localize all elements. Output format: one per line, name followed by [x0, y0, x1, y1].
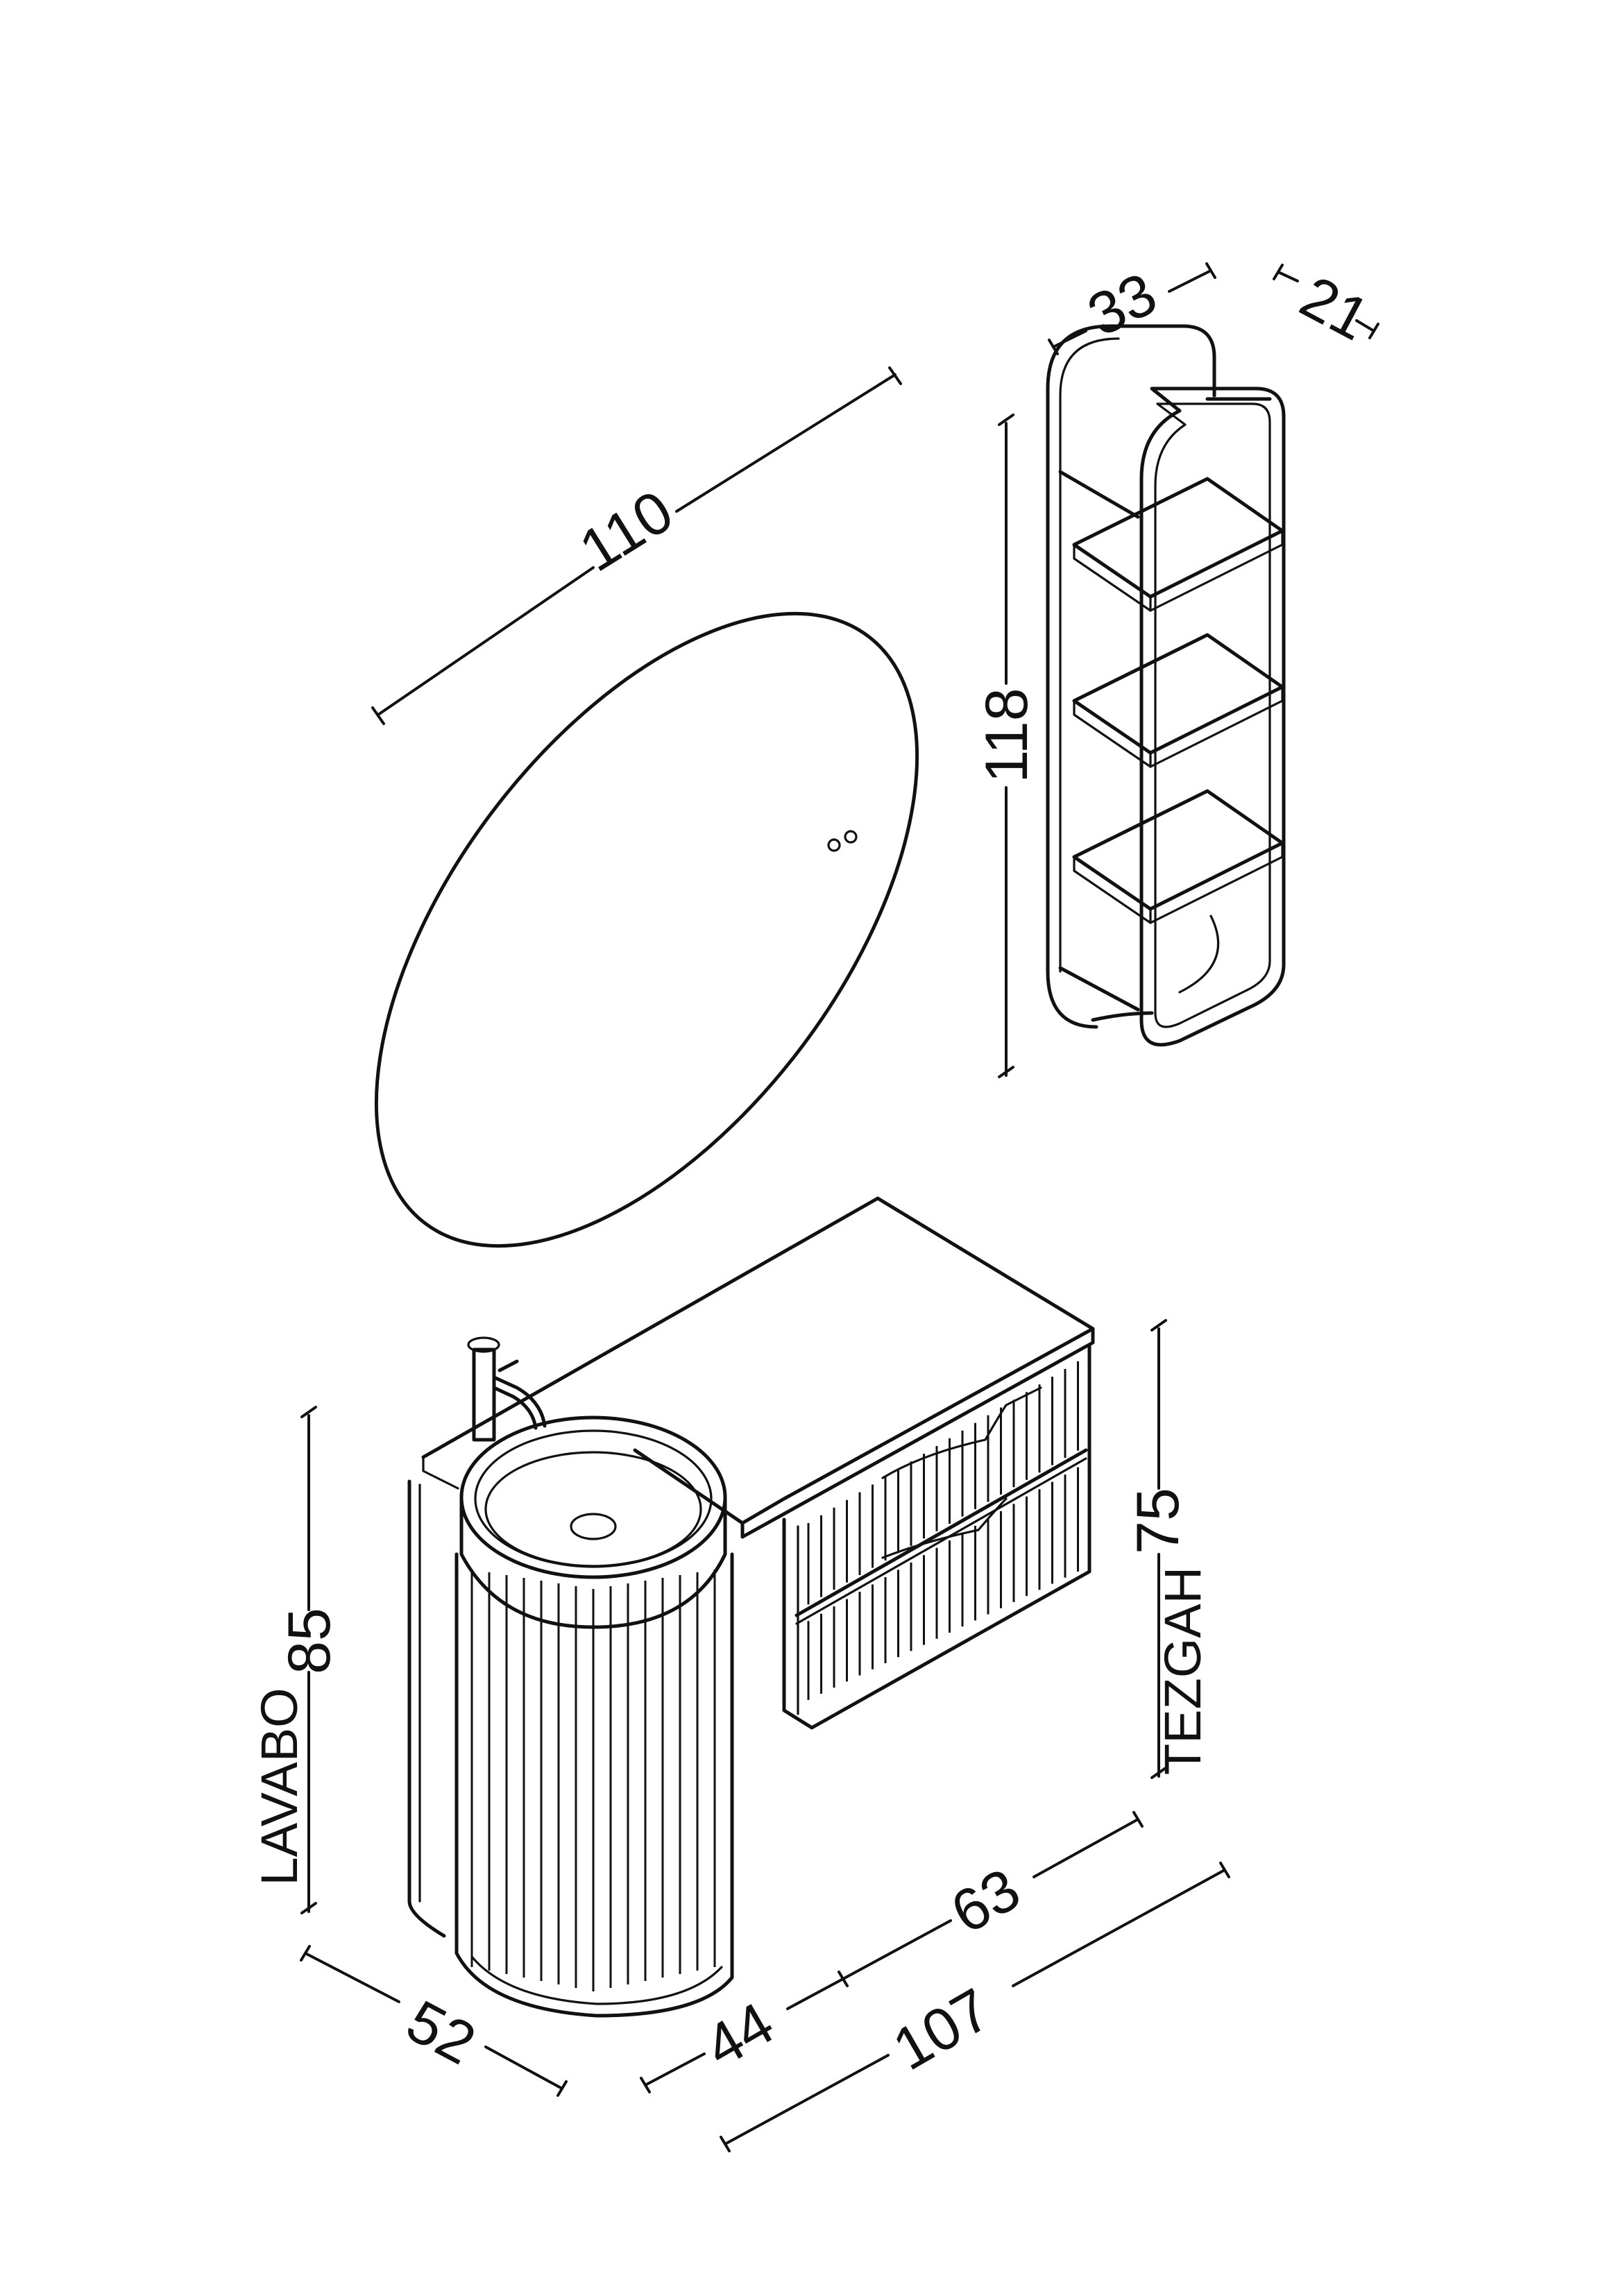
basin-depth-value: 52 [396, 1988, 486, 2078]
counter-unit [421, 1196, 1095, 1730]
shelf-depth-dimension: 21 [1273, 264, 1380, 354]
basin-width-value: 44 [694, 1989, 785, 2080]
shelf-board-2 [1072, 633, 1284, 768]
faucet-icon [467, 1336, 547, 1442]
shelf-height-dimension: 118 [974, 414, 1040, 1078]
counter-label: TEZGAH [1154, 1567, 1212, 1775]
mirror-width-value: 110 [568, 477, 684, 584]
oval-mirror [374, 611, 919, 1248]
drawer-flutes [807, 1361, 1079, 1700]
basin-label: LAVABO [250, 1687, 308, 1885]
shelf-board-3 [1072, 789, 1284, 924]
shelf-unit [1046, 324, 1286, 1047]
total-width-value: 107 [882, 1975, 1001, 2083]
counter-width-value: 63 [940, 1855, 1031, 1946]
basin-height-value: 85 [276, 1608, 343, 1674]
mirror-touch-button-icon [827, 838, 841, 852]
basin-depth-dimension: 52 [300, 1945, 568, 2097]
counter-height-dimension: 75 TEZGAH [1125, 1319, 1212, 1779]
shelf-depth-value: 21 [1290, 264, 1380, 354]
width-dimensions: 44 63 [640, 1811, 1144, 2093]
mirror-touch-button-icon [844, 830, 858, 844]
basin-height-dimension: 85 LAVABO [250, 1406, 343, 1914]
shelf-board-1 [1072, 477, 1284, 612]
counter-height-value: 75 [1125, 1488, 1191, 1554]
drain-icon [570, 1513, 617, 1540]
shelf-width-value: 33 [1078, 260, 1166, 349]
basin-flutes [470, 1570, 716, 1991]
basin-unit [407, 1336, 734, 2018]
shelf-width-dimension: 33 [1048, 260, 1216, 355]
shelf-height-value: 118 [974, 688, 1040, 783]
